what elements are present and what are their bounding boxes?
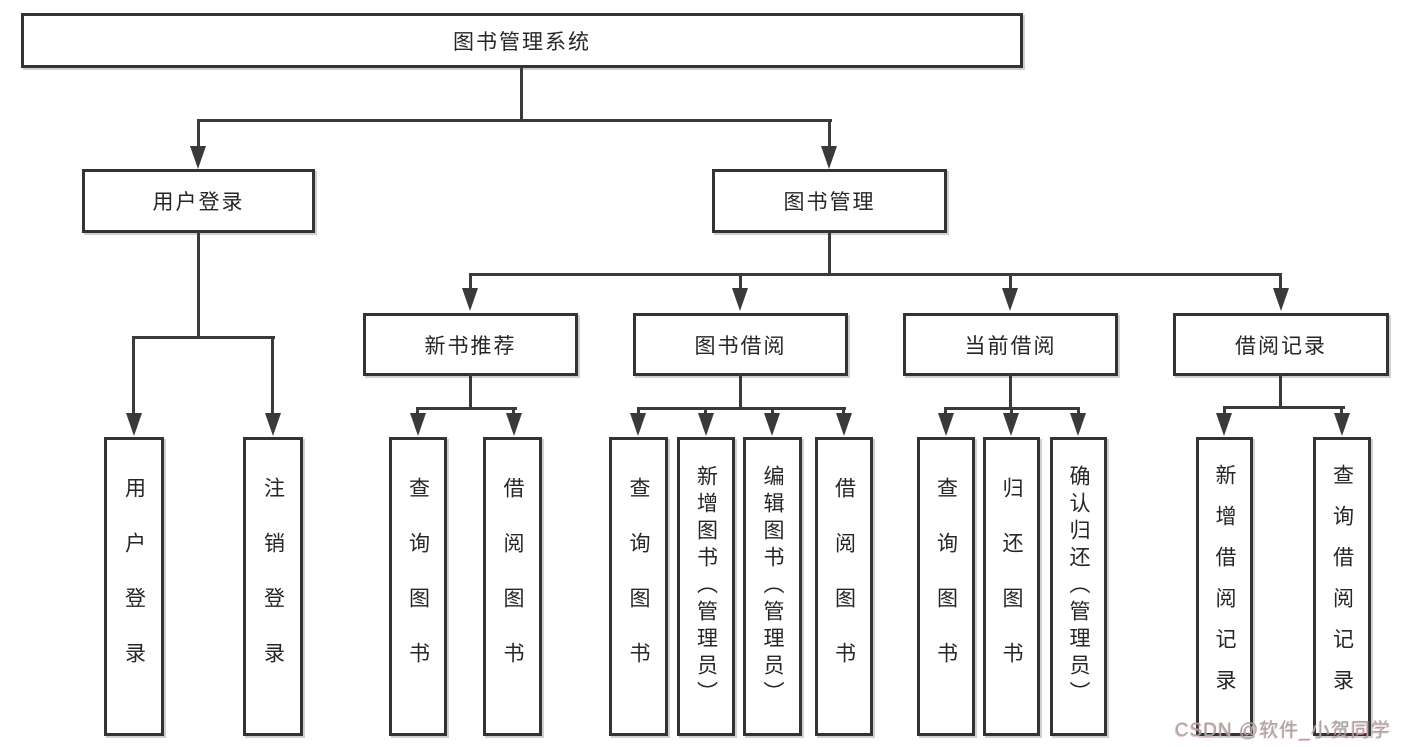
- arrow-down-icon: [1070, 413, 1086, 436]
- connector-stub: [1077, 407, 1080, 417]
- connector-stub: [771, 407, 774, 417]
- arrow-down-icon: [732, 288, 748, 311]
- arrow-down-icon: [1273, 288, 1289, 311]
- leaf-record-add-borrow-record: 新增借阅记录: [1196, 437, 1253, 736]
- arrow-down-icon: [126, 413, 142, 436]
- leaf-borrow-query-book: 查询图书: [609, 437, 668, 736]
- connector-stub: [1340, 406, 1343, 417]
- connector-stub: [197, 119, 200, 150]
- connector-hline: [1223, 406, 1345, 409]
- arrow-down-icon: [630, 413, 646, 436]
- arrow-down-icon: [1334, 413, 1350, 436]
- leaf-borrow-add-book-admin-label: 新增图书（管理员）: [694, 465, 718, 708]
- leaf-borrow-query-book-label: 查询图书: [627, 476, 650, 697]
- connector-hline: [469, 273, 1282, 276]
- node-new-book-recommend-label: 新书推荐: [424, 334, 517, 358]
- connector-hline: [197, 119, 832, 122]
- arrow-down-icon: [1002, 288, 1018, 311]
- node-new-book-recommend: 新书推荐: [363, 313, 578, 376]
- connector-vline: [739, 374, 742, 409]
- connector-stub: [1279, 273, 1282, 293]
- connector-stub: [739, 273, 742, 293]
- leaf-borrow-borrow-book: 借阅图书: [815, 437, 873, 736]
- connector-hline: [416, 407, 517, 410]
- connector-stub: [704, 407, 707, 417]
- csdn-watermark: CSDN @软件_小贺同学: [1175, 720, 1391, 741]
- connector-vline: [520, 68, 523, 122]
- connector-vline: [197, 232, 200, 338]
- connector-hline: [637, 407, 846, 410]
- leaf-record-query-borrow-record: 查询借阅记录: [1313, 437, 1371, 736]
- connector-vline: [1009, 374, 1012, 409]
- node-user-login: 用户登录: [82, 169, 315, 233]
- arrow-down-icon: [836, 413, 852, 436]
- connector-stub: [1009, 273, 1012, 293]
- leaf-borrow-edit-book-admin-label: 编辑图书（管理员）: [761, 465, 784, 708]
- leaf-logout: 注销登录: [243, 437, 303, 736]
- connector-stub: [416, 407, 419, 417]
- node-root: 图书管理系统: [21, 13, 1023, 68]
- leaf-borrow-add-book-admin: 新增图书（管理员）: [677, 437, 735, 736]
- leaf-current-return-book-label: 归还图书: [1000, 476, 1023, 697]
- node-user-login-label: 用户登录: [152, 191, 245, 214]
- arrow-down-icon: [410, 413, 426, 436]
- node-current-borrow: 当前借阅: [903, 313, 1118, 376]
- leaf-current-confirm-return-admin-label: 确认归还（管理员）: [1067, 465, 1090, 708]
- leaf-record-query-borrow-record-label: 查询借阅记录: [1330, 463, 1354, 710]
- connector-vline: [469, 374, 472, 409]
- arrow-down-icon: [821, 146, 837, 169]
- connector-vline: [1279, 374, 1282, 409]
- leaf-user-login: 用户登录: [104, 437, 164, 736]
- connector-stub: [132, 336, 135, 416]
- node-borrow-record: 借阅记录: [1173, 313, 1389, 376]
- node-root-label: 图书管理系统: [453, 30, 591, 54]
- connector-stub: [469, 273, 472, 293]
- connector-stub: [271, 336, 274, 416]
- arrow-down-icon: [265, 413, 281, 436]
- arrow-down-icon: [938, 413, 954, 436]
- leaf-user-login-label: 用户登录: [122, 476, 146, 697]
- leaf-logout-label: 注销登录: [261, 476, 285, 697]
- connector-stub: [944, 407, 947, 417]
- connector-stub: [828, 119, 831, 150]
- leaf-current-confirm-return-admin: 确认归还（管理员）: [1050, 437, 1107, 736]
- connector-vline: [828, 232, 831, 275]
- leaf-recommend-borrow-book: 借阅图书: [483, 437, 542, 736]
- connector-hline: [132, 336, 275, 339]
- node-borrow-record-label: 借阅记录: [1235, 334, 1327, 358]
- leaf-current-query-book: 查询图书: [917, 437, 975, 736]
- leaf-recommend-query-book: 查询图书: [389, 437, 447, 736]
- connector-stub: [842, 407, 845, 417]
- node-book-borrow: 图书借阅: [633, 313, 848, 376]
- arrow-down-icon: [190, 146, 206, 169]
- connector-stub: [637, 407, 640, 417]
- leaf-borrow-borrow-book-label: 借阅图书: [832, 476, 856, 697]
- connector-stub: [512, 407, 515, 417]
- leaf-record-add-borrow-record-label: 新增借阅记录: [1213, 463, 1236, 710]
- leaf-current-query-book-label: 查询图书: [934, 476, 958, 697]
- leaf-recommend-borrow-book-label: 借阅图书: [501, 476, 524, 697]
- arrow-down-icon: [764, 413, 780, 436]
- leaf-current-return-book: 归还图书: [983, 437, 1040, 736]
- arrow-down-icon: [698, 413, 714, 436]
- node-book-management-label: 图书管理: [783, 191, 876, 214]
- connector-stub: [1010, 407, 1013, 417]
- connector-stub: [1223, 406, 1226, 417]
- node-book-management: 图书管理: [712, 169, 947, 233]
- arrow-down-icon: [462, 288, 478, 311]
- node-current-borrow-label: 当前借阅: [964, 334, 1057, 358]
- arrow-down-icon: [1216, 413, 1232, 436]
- node-book-borrow-label: 图书借阅: [694, 334, 787, 358]
- leaf-borrow-edit-book-admin: 编辑图书（管理员）: [743, 437, 802, 736]
- arrow-down-icon: [506, 413, 522, 436]
- arrow-down-icon: [1003, 413, 1019, 436]
- leaf-recommend-query-book-label: 查询图书: [406, 476, 430, 697]
